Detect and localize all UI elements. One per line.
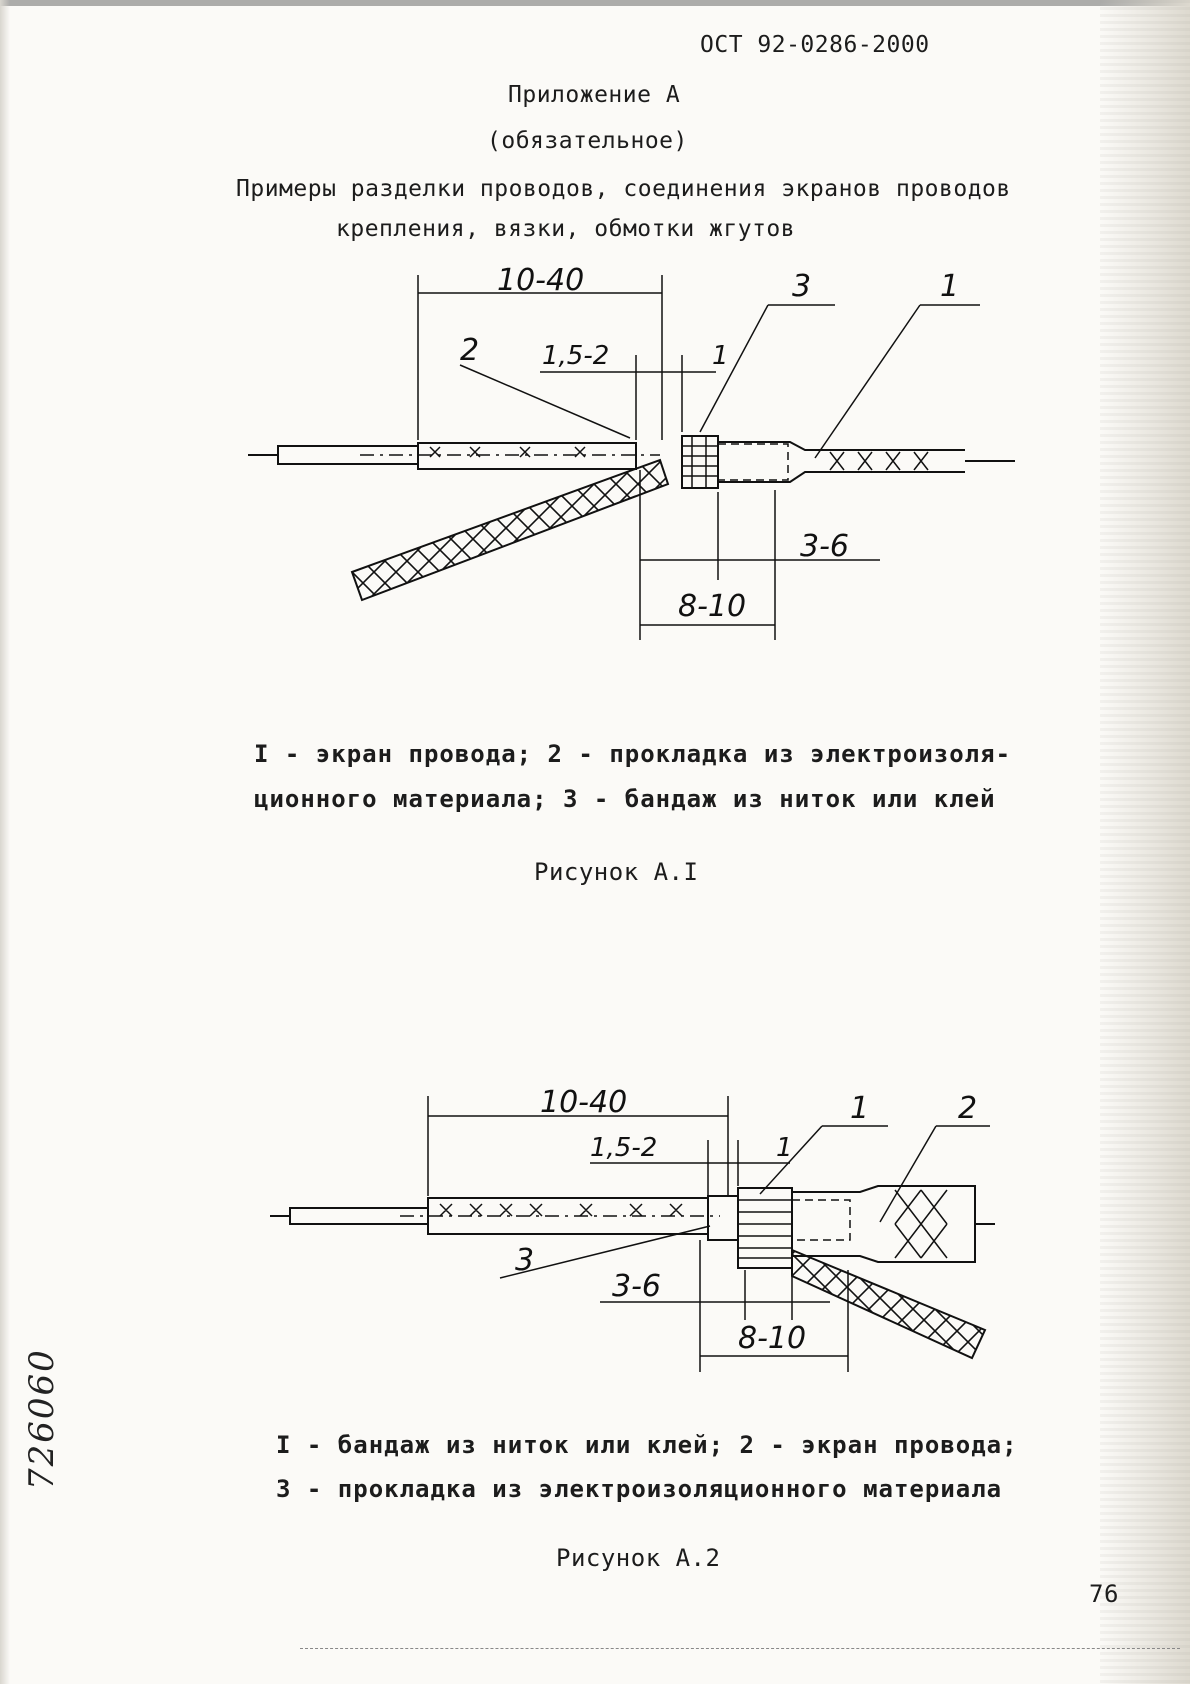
fig2-callout-1: 1 [850,1091,869,1126]
figure-1-legend-line-2: ционного материала; 3 - бандаж из ниток … [254,785,996,813]
fig2-wire-left [400,1197,720,1235]
figure-2-legend-line-1: I - бандаж из ниток или клей; 2 - экран … [276,1431,1018,1459]
fig1-dim-8-10: 8-10 [678,589,746,624]
fig2-bandage [737,1187,793,1269]
fig1-screen-pigtail [350,458,670,602]
fig1-wire-left [360,442,660,470]
fig2-dimensions [427,1096,990,1372]
heading-line-2: крепления, вязки, обмотки жгутов [336,216,796,242]
scan-top-edge [0,0,1190,6]
scan-right-edge [1100,0,1190,1684]
fig1-dimensions [417,275,980,640]
fig1-callout-1: 1 [940,269,959,304]
fig1-dim-1-5-2: 1,5-2 [542,341,609,371]
figure-2-legend-line-2: 3 - прокладка из электроизоляционного ма… [276,1475,1003,1503]
fig2-dim-1: 1 [776,1133,793,1163]
fig2-dim-1-5-2: 1,5-2 [590,1133,657,1163]
appendix-title: Приложение А [508,82,681,108]
bottom-rule [300,1648,1180,1649]
appendix-note: (обязательное) [487,128,688,154]
fig2-insulator [707,1195,739,1241]
fig1-callout-2: 2 [460,333,479,368]
fig2-wire-right [791,1185,995,1263]
fig2-screen-pigtail [791,1248,987,1360]
fig1-bandage [681,435,719,489]
fig1-dim-3-6: 3-6 [800,529,849,564]
fig1-dim-1: 1 [712,341,729,371]
archive-number: 726060 [22,1348,62,1490]
figure-1-legend-line-1: I - экран провода; 2 - прокладка из элек… [254,740,1012,768]
document-code: ОСТ 92-0286-2000 [700,32,930,58]
heading-line-1: Примеры разделки проводов, соединения эк… [236,176,1011,202]
fig2-dim-10-40: 10-40 [540,1085,627,1120]
fig1-dim-10-40: 10-40 [497,263,584,298]
page-number: 76 [1089,1580,1119,1608]
fig2-dim-3-6: 3-6 [612,1269,661,1304]
figure-2-caption: Рисунок А.2 [556,1544,721,1572]
fig1-wire-right [717,441,1015,483]
fig1-callout-3: 3 [792,269,811,304]
figure-1-caption: Рисунок А.I [534,858,699,886]
scan-left-edge [0,0,10,1684]
fig2-dim-8-10: 8-10 [738,1321,806,1356]
fig2-callout-3: 3 [515,1243,534,1278]
fig2-callout-2: 2 [958,1091,977,1126]
